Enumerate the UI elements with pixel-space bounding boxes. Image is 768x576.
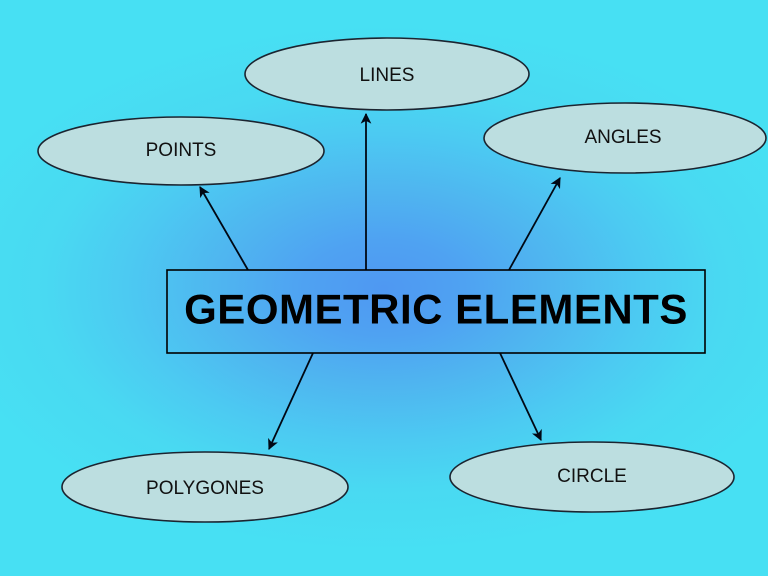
node-label-polygones: POLYGONES <box>146 478 264 499</box>
node-shape-circle[interactable] <box>449 441 735 513</box>
node-angles[interactable]: ANGLES <box>483 102 767 174</box>
edge-center-to-circle <box>499 352 542 441</box>
node-points[interactable]: POINTS <box>37 116 325 186</box>
node-label-angles: ANGLES <box>584 127 661 148</box>
center-box-label: GEOMETRIC ELEMENTS <box>184 286 688 333</box>
center-node[interactable]: GEOMETRIC ELEMENTS <box>166 269 706 354</box>
node-shape-polygones[interactable] <box>61 451 349 523</box>
node-shape-lines[interactable] <box>244 37 530 111</box>
node-label-lines: LINES <box>360 65 415 86</box>
edge-center-to-angles <box>508 177 561 271</box>
node-lines[interactable]: LINES <box>244 37 530 111</box>
center-box-shape[interactable] <box>166 269 706 354</box>
node-polygones[interactable]: POLYGONES <box>61 451 349 523</box>
edge-center-to-points <box>199 186 249 271</box>
edge-group <box>199 112 561 450</box>
node-shape-points[interactable] <box>37 116 325 186</box>
node-shape-angles[interactable] <box>483 102 767 174</box>
edge-center-to-polygones <box>268 352 314 450</box>
node-label-points: POINTS <box>146 140 217 161</box>
node-label-circle: CIRCLE <box>557 466 627 487</box>
node-circle[interactable]: CIRCLE <box>449 441 735 513</box>
